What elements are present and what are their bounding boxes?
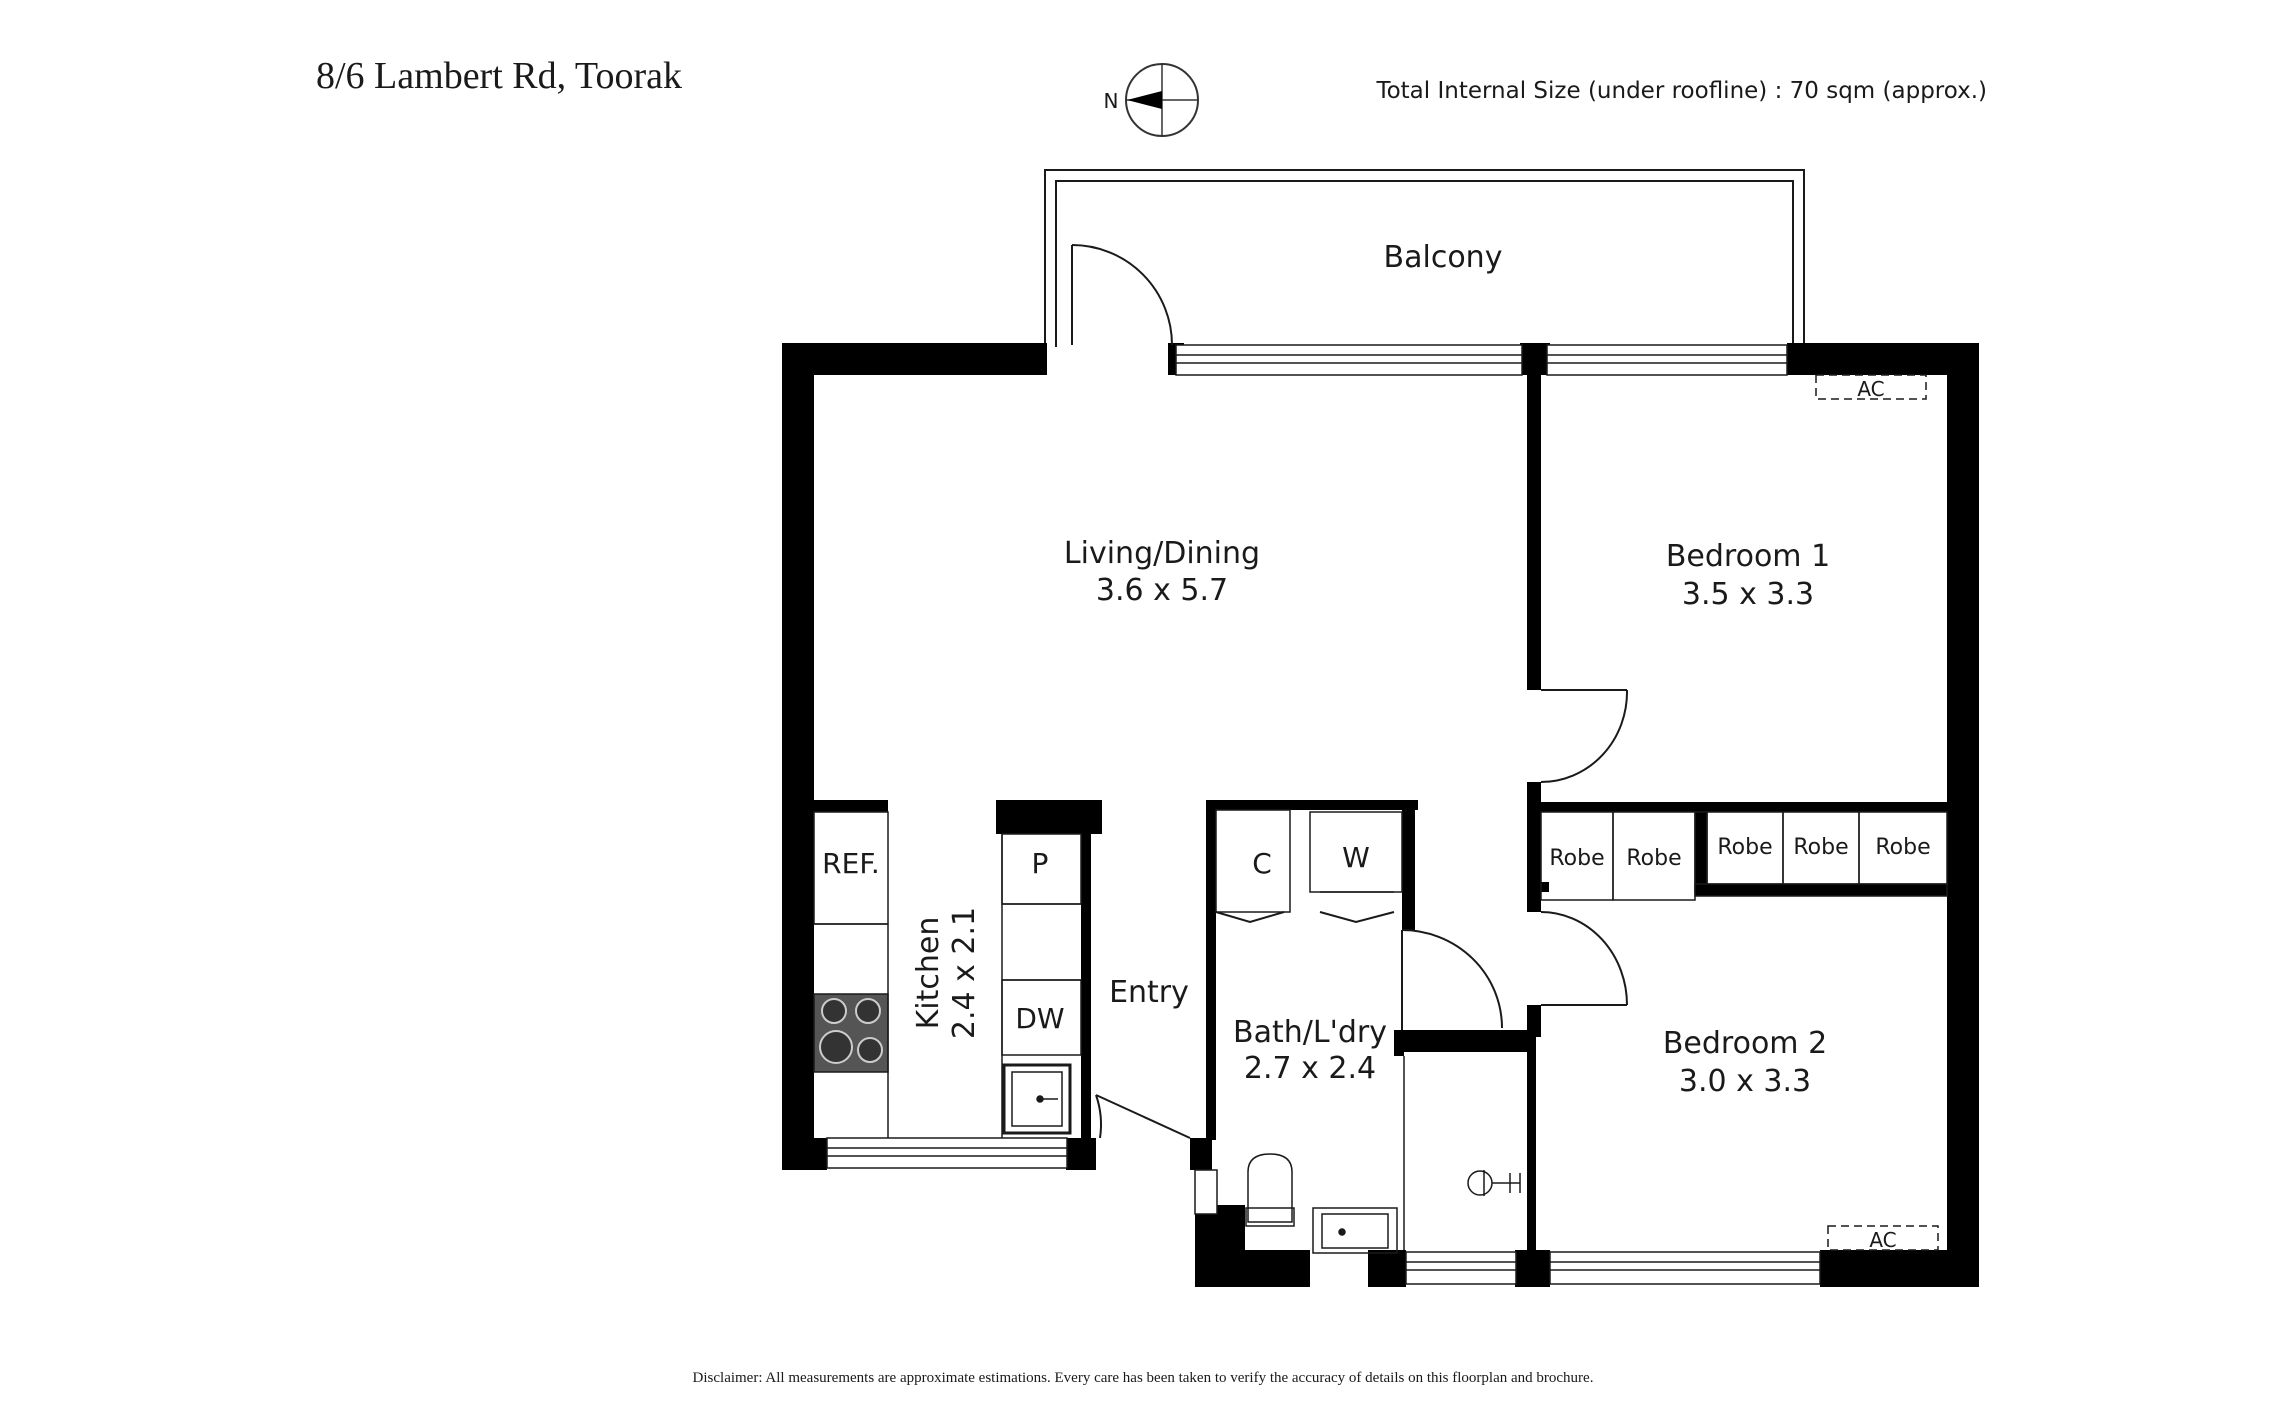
toilet-icon: [1247, 1153, 1293, 1223]
cupboard-door: [1215, 911, 1285, 924]
robe-label: Robe: [1793, 835, 1848, 860]
entry-door-leaf: [1095, 1094, 1191, 1139]
bath-size: 2.7 x 2.4: [1244, 1051, 1376, 1086]
robes: [1540, 811, 1948, 901]
sink-icon: [1002, 1063, 1072, 1135]
bedroom2-door-swing: [1540, 911, 1628, 1006]
burner-icon: [821, 998, 847, 1024]
bedroom2-label: Bedroom 2: [1663, 1026, 1827, 1061]
entry-label: Entry: [1109, 975, 1189, 1010]
ac-units: [1815, 374, 1939, 1251]
cupboard: [1215, 809, 1291, 913]
bath-label: Bath/L'dry: [1233, 1015, 1387, 1050]
north-label: N: [1104, 89, 1119, 113]
bedroom2-size: 3.0 x 3.3: [1679, 1064, 1811, 1099]
dishwasher-label: DW: [1015, 1002, 1064, 1035]
pantry-label: P: [1032, 847, 1049, 880]
north-arrow-icon: [1127, 91, 1162, 109]
fridge-label: REF.: [822, 847, 880, 880]
bedroom1-label: Bedroom 1: [1666, 539, 1830, 574]
living-size: 3.6 x 5.7: [1096, 573, 1228, 608]
living-label: Living/Dining: [1064, 536, 1260, 571]
shower-head-icon: [1467, 1170, 1493, 1196]
robe-label: Robe: [1626, 846, 1681, 871]
total-size-label: Total Internal Size (under roofline) : 7…: [1375, 78, 1987, 104]
disclaimer: Disclaimer: All measurements are approxi…: [693, 1370, 1594, 1386]
robe-label: Robe: [1549, 846, 1604, 871]
basin-icon: [1312, 1207, 1398, 1254]
windows: [826, 344, 1821, 1285]
kitchen-fixtures: [813, 811, 1082, 1138]
balcony-label: Balcony: [1384, 240, 1503, 275]
doors: [1071, 244, 1629, 1139]
interior-walls: [814, 343, 1969, 1287]
entry-door-swing: [1095, 1094, 1102, 1139]
bath-fixtures: [1215, 809, 1521, 1254]
burner-icon: [857, 1037, 883, 1063]
property-address: 8/6 Lambert Rd, Toorak: [316, 55, 682, 97]
balcony-outline: [1044, 169, 1805, 347]
compass: N: [1104, 63, 1199, 137]
ac-label: AC: [1869, 1228, 1896, 1252]
kitchen-label: Kitchen: [911, 917, 946, 1030]
kitchen-size: 2.4 x 2.1: [947, 907, 982, 1039]
room-labels: Balcony Living/Dining 3.6 x 5.7 Bedroom …: [911, 240, 1830, 1099]
bath-door-swing: [1401, 929, 1503, 1029]
balcony-door-swing: [1071, 244, 1173, 346]
ac-label: AC: [1857, 377, 1884, 401]
bedroom1-size: 3.5 x 3.3: [1682, 577, 1814, 612]
cupboard-label: C: [1252, 847, 1272, 880]
burner-icon: [819, 1030, 853, 1064]
robe-label: Robe: [1717, 835, 1772, 860]
burner-icon: [855, 998, 881, 1024]
washer-door: [1319, 911, 1395, 924]
bedroom1-door-swing: [1540, 689, 1629, 783]
fixture-labels: REF. P DW C W Robe Robe Robe Robe Robe A…: [822, 377, 1930, 1252]
robe-label: Robe: [1875, 835, 1930, 860]
washer-label: W: [1342, 841, 1370, 874]
